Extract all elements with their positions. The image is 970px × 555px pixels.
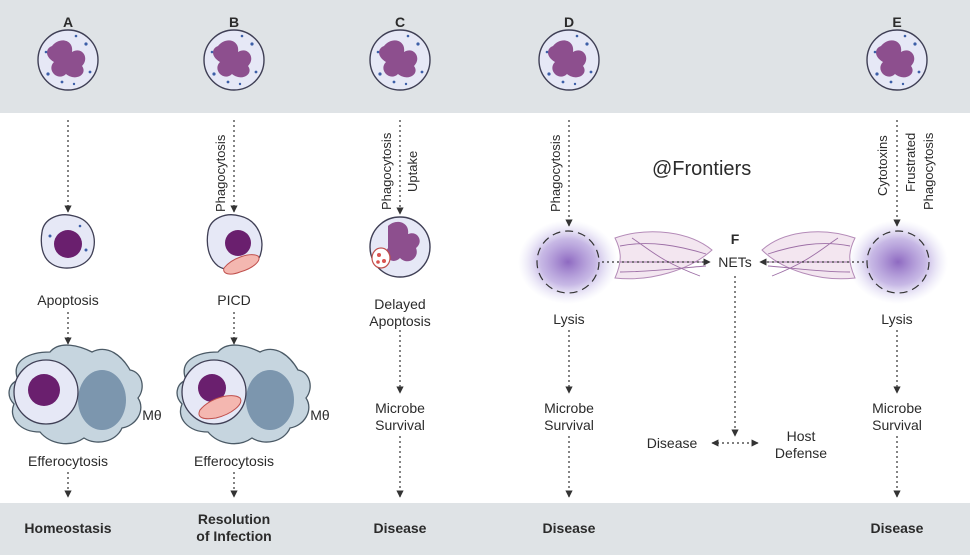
- macrophage-b: [176, 344, 311, 445]
- neutrophil-c: [369, 29, 431, 91]
- label-nets: NETs: [718, 254, 752, 270]
- label-lysis-d: Lysis: [553, 311, 585, 327]
- label-macrophage-a: Mθ: [142, 407, 162, 423]
- label-frustrated-e: Frustrated: [903, 132, 918, 192]
- label-efferocytosis-a: Efferocytosis: [28, 453, 108, 469]
- label-phagocytosis-e: Phagocytosis: [921, 132, 936, 210]
- label-phagocytosis-c: Phagocytosis: [379, 132, 394, 210]
- label-picd: PICD: [217, 292, 251, 308]
- outcome-disease-c: Disease: [373, 520, 427, 536]
- label-cytotoxins-e: Cytotoxins: [875, 135, 890, 196]
- apoptotic-cell-a: [40, 214, 95, 269]
- label-macrophage-b: Mθ: [310, 407, 330, 423]
- label-efferocytosis-b: Efferocytosis: [194, 453, 274, 469]
- nets-cluster-right: [761, 220, 948, 304]
- neutrophil-b: [203, 29, 265, 91]
- nets-cluster-left: [518, 220, 713, 304]
- label-phagocytosis-b: Phagocytosis: [213, 134, 228, 212]
- column-letter-a: A: [62, 14, 74, 30]
- label-apoptosis: Apoptosis: [37, 292, 99, 308]
- neutrophil-e: [866, 29, 928, 91]
- column-letter-c: C: [394, 14, 406, 30]
- column-letter-d: D: [563, 14, 575, 30]
- column-letter-e: E: [892, 14, 902, 30]
- frontiers-watermark: @Frontiers: [652, 158, 752, 180]
- label-uptake-c: Uptake: [405, 150, 420, 192]
- outcome-disease-d: Disease: [542, 520, 596, 536]
- neutrophil-a: [37, 29, 99, 91]
- label-phagocytosis-d: Phagocytosis: [548, 134, 563, 212]
- apoptotic-cell-b: [206, 214, 263, 275]
- center-letter-f: F: [730, 231, 740, 247]
- label-disease-center: Disease: [646, 435, 698, 451]
- outcome-homeostasis: Homeostasis: [24, 520, 112, 536]
- top-band: [0, 0, 970, 113]
- flow-arrows: [64, 120, 901, 498]
- label-lysis-e: Lysis: [881, 311, 913, 327]
- neutrophil-d: [538, 29, 600, 91]
- outcome-disease-e: Disease: [870, 520, 924, 536]
- delayed-apoptosis-cell: [369, 216, 431, 278]
- bottom-band: [0, 503, 970, 555]
- column-letter-b: B: [228, 14, 240, 30]
- macrophage-a: [8, 344, 143, 445]
